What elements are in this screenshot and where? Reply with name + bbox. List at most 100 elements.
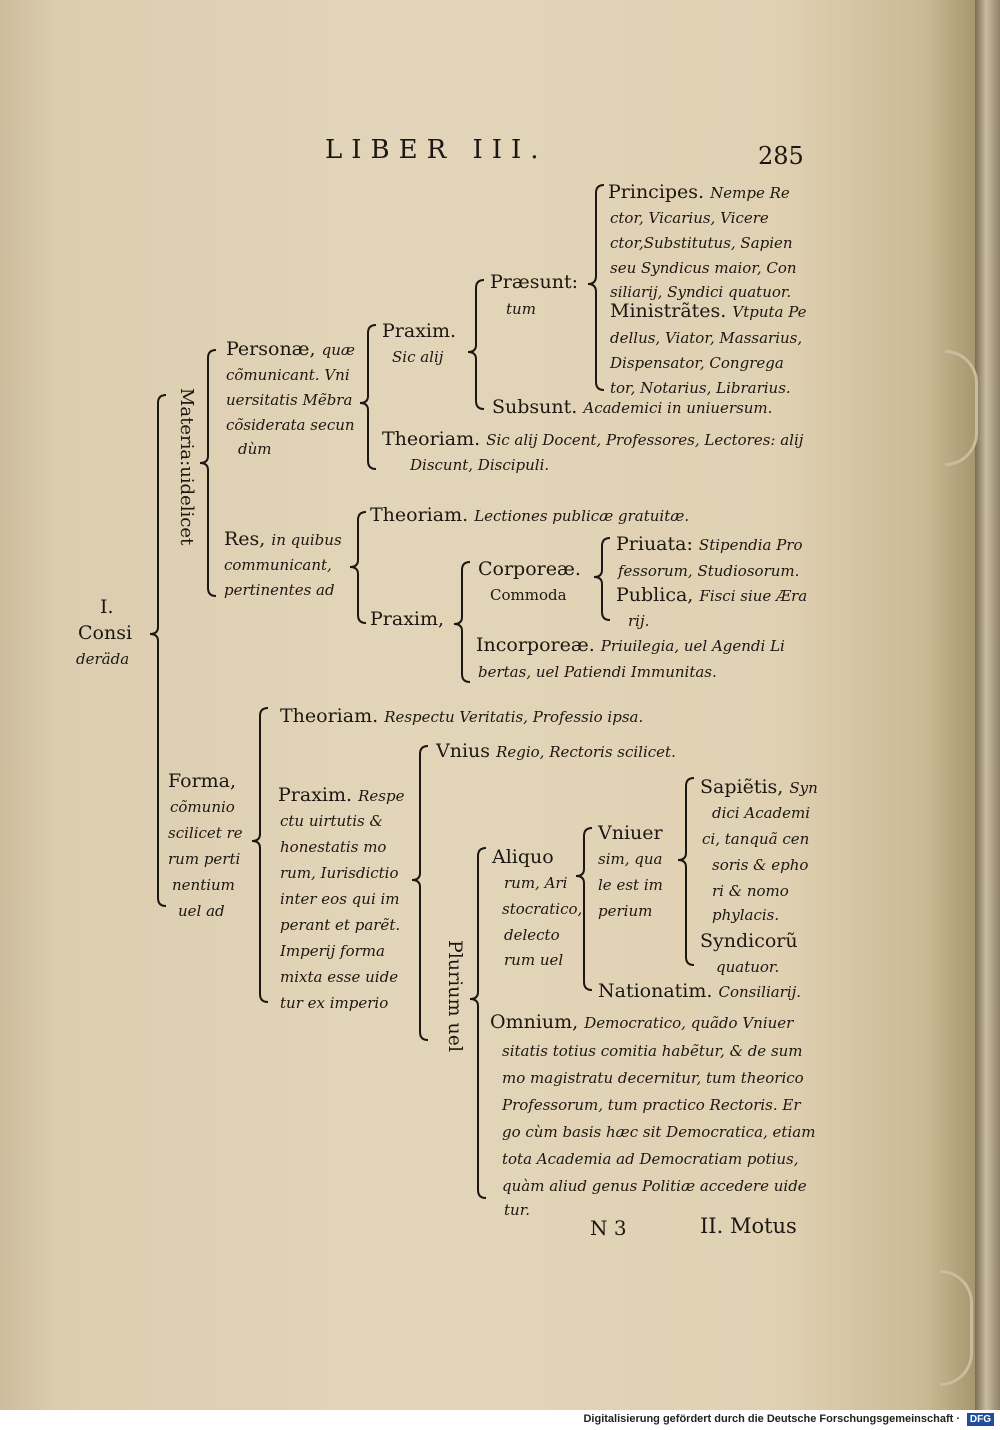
- personae-line5: dùm: [238, 440, 272, 458]
- forma-l5: nentium: [172, 876, 235, 894]
- theoriam-forma-title: Theoriam.: [280, 705, 379, 727]
- praxim-forma-title: Praxim.: [278, 784, 353, 806]
- priuata-title: Priuata:: [616, 533, 693, 555]
- publica-l2: rij.: [628, 612, 650, 630]
- praxim-forma-l8: mixta esse uide: [280, 968, 399, 986]
- corporeae-bracket: [593, 537, 611, 621]
- theoriam-persons-title: Theoriam.: [382, 428, 481, 450]
- praxim-forma-l5: inter eos qui im: [280, 890, 400, 908]
- personae-line3: uersitatis Mẽbra: [226, 391, 353, 409]
- nationatim-head: Nationatim. Consiliarij.: [598, 982, 801, 1001]
- aliquorum-l1: rum, Ari: [504, 874, 568, 892]
- running-title: LIBER III.: [325, 135, 548, 165]
- priuata-l2: fessorum, Studiosorum.: [618, 562, 800, 580]
- omnium-title: Omnium,: [490, 1011, 579, 1033]
- omnium-l3: mo magistratu decernitur, tum theorico: [502, 1069, 804, 1087]
- personae-quae: quæ: [321, 341, 356, 359]
- praxim-forma-l2: ctu uirtutis &: [280, 812, 383, 830]
- sapientis-title: Sapiẽtis,: [700, 776, 784, 798]
- omnium-l4: Professorum, tum practico Rectoris. Er: [502, 1096, 801, 1114]
- vnius-head: Vnius Regio, Rectoris scilicet.: [436, 742, 676, 761]
- theoriam-forma-text: Respectu Veritatis, Professio ipsa.: [384, 708, 644, 726]
- publica-l1: Fisci siue Æra: [699, 587, 808, 605]
- sapientis-l1: Syn: [789, 779, 818, 797]
- praesunt-sub: tum: [506, 300, 536, 318]
- praesunt-head: Præsunt:: [490, 271, 578, 293]
- vniuersim-l4: perium: [598, 902, 653, 920]
- ministrantes-head: Ministrãtes. Vtputa Pe: [610, 302, 807, 321]
- syndicorum-head: Syndicorũ: [700, 930, 798, 952]
- sapientis-l5: ri & nomo: [712, 882, 789, 900]
- materia-label: Materia:uidelicet: [176, 388, 197, 546]
- forma-l6: uel ad: [178, 902, 225, 920]
- corporeae-head: Corporeæ.: [478, 558, 581, 580]
- praxim-persons-bracket: [467, 279, 485, 410]
- vniuersim-l2: sim, qua: [598, 850, 663, 868]
- praxim-forma-l9: tur ex imperio: [280, 994, 389, 1012]
- res-title: Res,: [224, 528, 266, 550]
- forma-l3: scilicet re: [168, 824, 243, 842]
- theoriam-persons-l2: Discunt, Discipuli.: [410, 456, 550, 474]
- incorporeae-head: Incorporeæ. Priuilegia, uel Agendi Li: [476, 636, 785, 655]
- subsunt-head: Subsunt. Academici in uniuersum.: [492, 398, 772, 417]
- praxim-forma-l4: rum, Iurisdictio: [280, 864, 399, 882]
- praxim-forma-l7: Imperij forma: [280, 942, 385, 960]
- page-edge: [975, 0, 1000, 1410]
- incorporeae-title: Incorporeæ.: [476, 634, 595, 656]
- dfg-logo: DFG: [966, 1413, 994, 1426]
- theoriam-res-text: Lectiones publicæ gratuitæ.: [474, 507, 690, 525]
- forma-l2: cõmunio: [170, 798, 235, 816]
- theoriam-forma-head: Theoriam. Respectu Veritatis, Professio …: [280, 707, 643, 726]
- res-inquibus: in quibus: [271, 531, 342, 549]
- omnium-l2: sitatis totius comitia habẽtur, & de sum: [502, 1042, 803, 1060]
- omnium-l8: tur.: [504, 1201, 530, 1219]
- sapientis-l3: ci, tanquã cen: [702, 830, 810, 848]
- res-l2: communicant,: [224, 556, 332, 574]
- ministrantes-l3: Dispensator, Congrega: [610, 354, 784, 372]
- book-page: [0, 0, 975, 1410]
- root-bracket: [149, 394, 167, 907]
- theoriam-persons-text: Sic alij Docent, Professores, Lectores: …: [486, 431, 804, 449]
- aliquorum-l3: delecto: [504, 926, 560, 944]
- praxim-forma-bracket: [411, 745, 429, 1041]
- principes-l5: siliarij, Syndici quatuor.: [610, 283, 792, 301]
- omnium-l6: tota Academia ad Democratiam potius,: [502, 1150, 799, 1168]
- omnium-l7: quàm aliud genus Politiæ accedere uide: [502, 1177, 807, 1195]
- ministrantes-l4: tor, Notarius, Librarius.: [610, 379, 791, 397]
- praxim-res-bracket: [453, 561, 471, 683]
- root-numeral: I.: [100, 596, 114, 618]
- banner-text: Digitalisierung gefördert durch die Deut…: [583, 1413, 960, 1425]
- corporeae-sub: Commoda: [490, 586, 567, 604]
- principes-title: Principes.: [608, 181, 705, 203]
- incorporeae-l1: Priuilegia, uel Agendi Li: [600, 637, 785, 655]
- publica-title: Publica,: [616, 584, 694, 606]
- res-l3: pertinentes ad: [224, 581, 335, 599]
- priuata-head: Priuata: Stipendia Pro: [616, 535, 803, 554]
- principes-l1: Nempe Re: [710, 184, 790, 202]
- personae-bracket: [359, 324, 377, 470]
- catchword: II. Motus: [700, 1214, 797, 1238]
- root-consi: Consi: [78, 622, 133, 644]
- materia-bracket: [199, 349, 217, 597]
- syndicorum-l1: quatuor.: [716, 958, 780, 976]
- praxim-forma-head: Praxim. Respe: [278, 786, 404, 805]
- theoriam-res-head: Theoriam. Lectiones publicæ gratuitæ.: [370, 506, 689, 525]
- praxim-forma-l6: perant et parẽt.: [280, 916, 401, 934]
- res-bracket: [349, 511, 367, 624]
- omnium-head: Omnium, Democratico, quãdo Vniuer: [490, 1013, 793, 1032]
- vniuersim-l3: le est im: [598, 876, 663, 894]
- ministrantes-title: Ministrãtes.: [610, 300, 727, 322]
- principes-l2: ctor, Vicarius, Vicere: [610, 209, 769, 227]
- aliquorum-head: Aliquo: [492, 846, 554, 868]
- praesunt-bracket: [587, 184, 605, 391]
- digitization-banner: Digitalisierung gefördert durch die Deut…: [0, 1410, 1000, 1430]
- vniuersim-bracket: [677, 777, 695, 966]
- forma-l4: rum perti: [168, 850, 241, 868]
- root-derada: deräda: [76, 650, 130, 668]
- res-head: Res, in quibus: [224, 530, 342, 549]
- theoriam-persons-head: Theoriam. Sic alij Docent, Professores, …: [382, 430, 803, 449]
- personae-line2: cõmunicant. Vni: [226, 366, 350, 384]
- sapientis-l2: dici Academi: [712, 804, 811, 822]
- subsunt-title: Subsunt.: [492, 396, 578, 418]
- omnium-l5: go cùm basis hæc sit Democratica, etiam: [502, 1123, 816, 1141]
